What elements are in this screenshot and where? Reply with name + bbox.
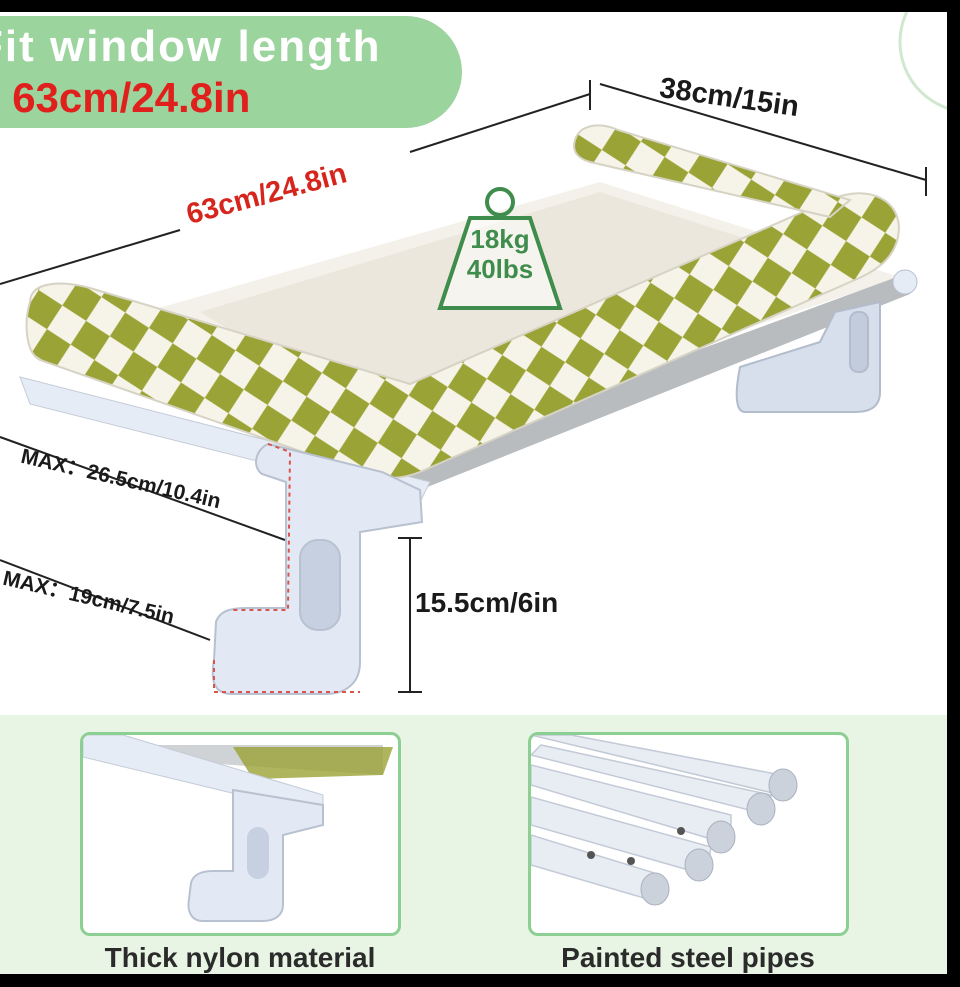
weight-kg: 18kg xyxy=(470,224,530,254)
height-label: 15.5cm/6in xyxy=(415,587,559,618)
feature-card-pipes xyxy=(528,732,849,936)
front-bracket xyxy=(211,442,424,695)
feature-card-nylon xyxy=(80,732,401,936)
banner-subtitle: > 63cm/24.8in xyxy=(0,74,250,122)
cat-hammock-illustration xyxy=(0,80,927,695)
dimension-lines xyxy=(0,80,927,693)
weight-capacity-text: 18kg 40lbs xyxy=(448,224,552,284)
banner-prefix: > xyxy=(0,74,12,121)
fit-window-banner: Fit window length > 63cm/24.8in xyxy=(0,16,462,128)
back-bracket xyxy=(735,300,881,413)
feature-caption-pipes: Painted steel pipes xyxy=(561,942,815,973)
steel-pipes-closeup xyxy=(531,735,798,906)
weight-lbs: 40lbs xyxy=(466,254,534,284)
nylon-bracket-closeup xyxy=(83,735,393,922)
decorative-circle xyxy=(898,12,947,110)
banner-title: Fit window length xyxy=(0,22,382,71)
product-image-frame: Fit window length > 63cm/24.8in xyxy=(0,12,947,974)
weight-icon xyxy=(437,187,563,310)
feature-caption-nylon: Thick nylon material xyxy=(104,942,376,973)
banner-length-value: 63cm/24.8in xyxy=(12,74,251,121)
